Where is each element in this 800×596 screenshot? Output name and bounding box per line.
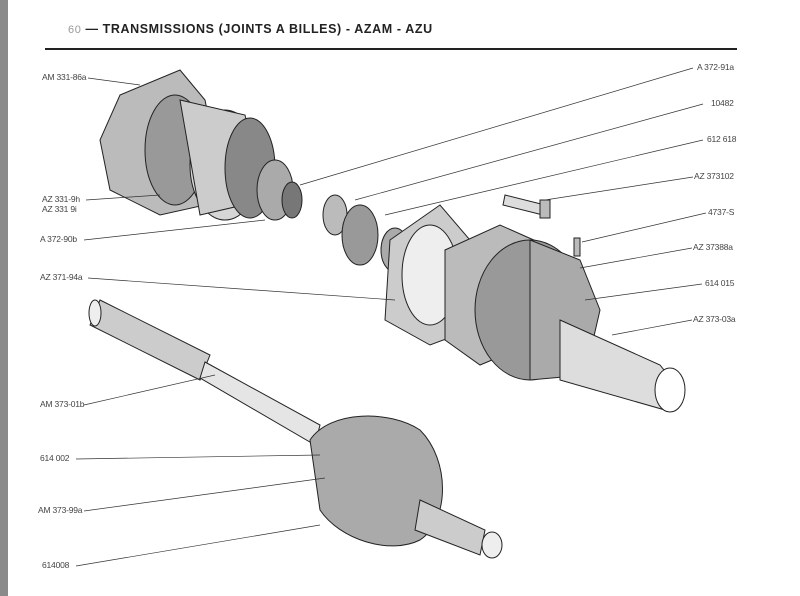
part-label: 10482 [711, 98, 734, 108]
part-label: AZ 331 9i [42, 204, 77, 214]
scan-edge [0, 0, 8, 596]
part-label: AZ 373-03a [693, 314, 736, 324]
flange-hub-part [99, 69, 303, 221]
part-label: 614 015 [705, 278, 735, 288]
part-label: AZ 331-9h [42, 194, 80, 204]
page-number: 60 [68, 24, 82, 36]
page-title: — TRANSMISSIONS (JOINTS A BILLES) - AZAM… [85, 22, 433, 36]
outer-housing-part [474, 239, 686, 413]
grease-nipple-part [573, 237, 581, 257]
bolt-part [502, 194, 551, 219]
part-label: 614 002 [40, 453, 70, 463]
part-label: 612 618 [707, 134, 737, 144]
page-header: 60— TRANSMISSIONS (JOINTS A BILLES) - AZ… [68, 22, 433, 36]
drive-shaft-part [88, 299, 503, 559]
part-label: A 372-91a [697, 62, 734, 72]
part-label: AM 373-99a [38, 505, 83, 515]
part-label: A 372-90b [40, 234, 77, 244]
part-label: AZ 373102 [694, 171, 734, 181]
part-label: AZ 371-94a [40, 272, 83, 282]
part-label: AM 373-01b [40, 399, 85, 409]
part-label: AM 331-86a [42, 72, 87, 82]
part-label: 614008 [42, 560, 70, 570]
part-label: 4737-S [708, 207, 735, 217]
header-rule [45, 48, 737, 50]
part-label: AZ 37388a [693, 242, 733, 252]
leader-lines [75, 67, 707, 567]
